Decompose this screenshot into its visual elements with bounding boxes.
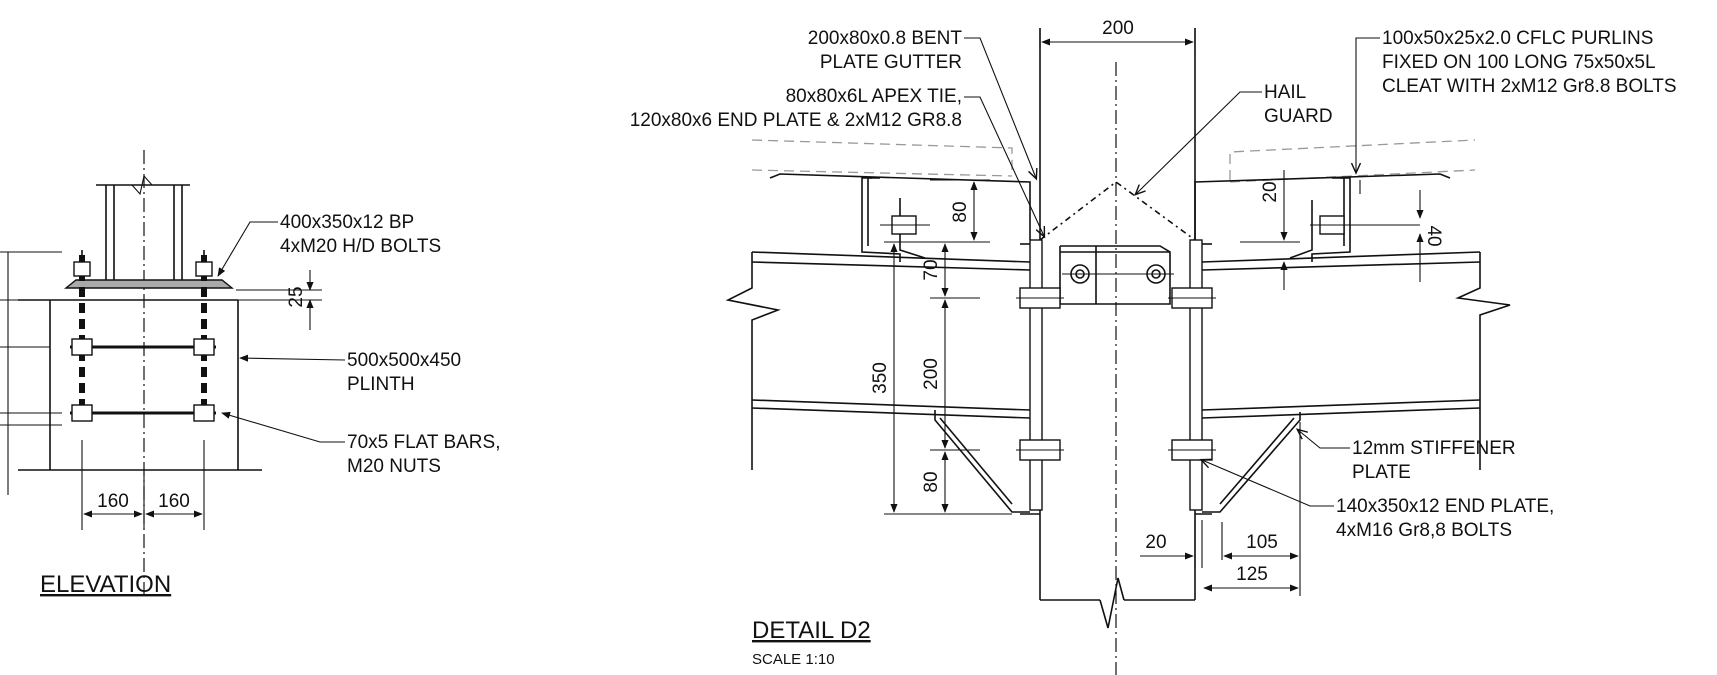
elevation-left-dims xyxy=(0,251,62,495)
dim-bottom: 20 105 125 xyxy=(1140,422,1301,596)
dim-top-width-text: 200 xyxy=(1102,18,1134,39)
end-plate-bolts xyxy=(1016,287,1216,461)
bp-label-2: 4xM20 H/D BOLTS xyxy=(280,236,441,257)
elevation-title: ELEVATION xyxy=(40,571,171,598)
elevation-view: 25 160 160 400x350x12 BP 4xM20 H/D BOLTS… xyxy=(0,150,500,598)
flat-bars xyxy=(70,338,216,422)
dim-plate-stack: 70 200 80 350 xyxy=(870,241,1012,515)
dim-plate-width-text: 125 xyxy=(1236,564,1268,585)
end-plate-label-1: 140x350x12 END PLATE, xyxy=(1336,496,1554,517)
dim-bp-thickness: 25 xyxy=(236,270,322,330)
column-stub xyxy=(96,150,190,595)
gutter-label-1: 200x80x0.8 BENT xyxy=(808,28,963,49)
plinth xyxy=(18,299,262,471)
apex-tie-label-2: 120x80x6 END PLATE & 2xM12 GR8.8 xyxy=(630,110,962,131)
flatbar-label-1: 70x5 FLAT BARS, xyxy=(347,432,500,453)
purlin-label-1: 100x50x25x2.0 CFLC PURLINS xyxy=(1382,28,1653,49)
detail-scale: SCALE 1:10 xyxy=(752,651,835,668)
hail-guard-label-2: GUARD xyxy=(1264,106,1333,127)
detail-d2-view: 200 80 70 200 80 350 xyxy=(630,18,1677,675)
hail-guard-label-1: HAIL xyxy=(1264,82,1306,103)
apex-tie-label-1: 80x80x6L APEX TIE, xyxy=(786,86,962,107)
dim-purlin-gap-text: 20 xyxy=(1260,181,1281,202)
dim-top-gap-text: 70 xyxy=(921,259,942,280)
purlin-label-3: CLEAT WITH 2xM12 Gr8.8 BOLTS xyxy=(1382,76,1677,97)
dim-purlin-depth-text: 40 xyxy=(1423,225,1444,246)
dim-weld-gap-text: 20 xyxy=(1145,532,1166,553)
dim-bottom-gap-text: 80 xyxy=(921,471,942,492)
gutter-label-2: PLATE GUTTER xyxy=(820,52,962,73)
dim-gutter-depth: 80 xyxy=(930,179,990,243)
gutter-plate xyxy=(769,173,1451,240)
plinth-label-1: 500x500x450 xyxy=(347,350,461,371)
left-purlin xyxy=(861,177,930,262)
hold-down-bolts xyxy=(73,250,213,420)
dim-top-width: 200 xyxy=(1039,18,1196,50)
hail-guard xyxy=(1039,181,1196,241)
dim-bolt-pitch-text: 200 xyxy=(921,358,942,390)
plinth-label-2: PLINTH xyxy=(347,374,415,395)
right-rafter xyxy=(1201,251,1511,513)
dim-plate-height-text: 350 xyxy=(870,362,891,394)
detail-title: DETAIL D2 xyxy=(752,617,871,644)
dim-purlin: 20 40 xyxy=(1240,170,1444,290)
end-plate-label-2: 4xM16 Gr8,8 BOLTS xyxy=(1336,520,1512,541)
dim-gutter-depth-text: 80 xyxy=(950,201,971,222)
right-purlin xyxy=(1289,177,1420,262)
purlin-label-2: FIXED ON 100 LONG 75x50x5L xyxy=(1382,52,1656,73)
stiffener-label-2: PLATE xyxy=(1352,462,1411,483)
apex-tie xyxy=(1059,245,1174,305)
dim-stiff-width-text: 105 xyxy=(1246,532,1278,553)
flatbar-label-2: M20 NUTS xyxy=(347,456,441,477)
dim-right-spacing: 160 xyxy=(158,491,190,512)
dim-left-spacing: 160 xyxy=(97,491,129,512)
column xyxy=(1039,28,1196,675)
stiffener-label-1: 12mm STIFFENER xyxy=(1352,438,1516,459)
bp-label-1: 400x350x12 BP xyxy=(280,212,414,233)
base-plate xyxy=(64,279,234,289)
dim-bp-thk-text: 25 xyxy=(286,286,307,307)
dim-bolt-spacing: 160 160 xyxy=(81,440,205,530)
